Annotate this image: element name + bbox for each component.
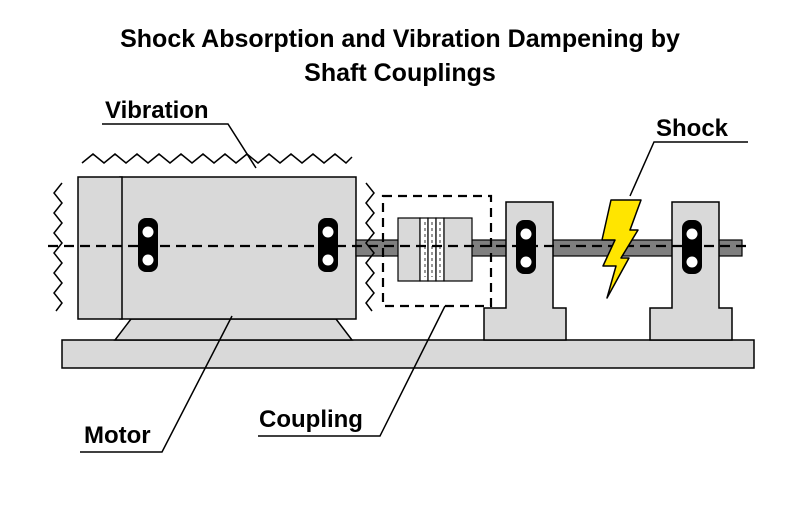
bearing-block-1 [483, 201, 567, 341]
diagram-title: Shock Absorption and Vibration Dampening… [0, 22, 800, 90]
vibration-zigzag-left [53, 182, 63, 312]
motor-body [119, 176, 357, 320]
shock-lightning-icon [601, 199, 642, 299]
vibration-leader-line [102, 123, 257, 169]
motor-mount [113, 318, 354, 341]
motor-label: Motor [84, 422, 151, 449]
motor-leader-line [80, 315, 233, 453]
title-line-2: Shaft Couplings [304, 59, 496, 87]
base-plate [61, 339, 755, 369]
coupling-label: Coupling [259, 406, 363, 433]
motor-end-cap [77, 176, 123, 320]
shock-label: Shock [656, 115, 729, 142]
title-line-1: Shock Absorption and Vibration Dampening… [120, 25, 680, 53]
coupling-body [397, 217, 473, 282]
shock-leader-line [629, 141, 748, 197]
bearing-block-2 [649, 201, 733, 341]
vibration-zigzag-right [365, 182, 375, 312]
vibration-zigzag-top [81, 153, 353, 165]
coupling-leader-line [258, 305, 446, 437]
vibration-label: Vibration [105, 97, 209, 124]
coupling-highlight-box [381, 194, 493, 308]
